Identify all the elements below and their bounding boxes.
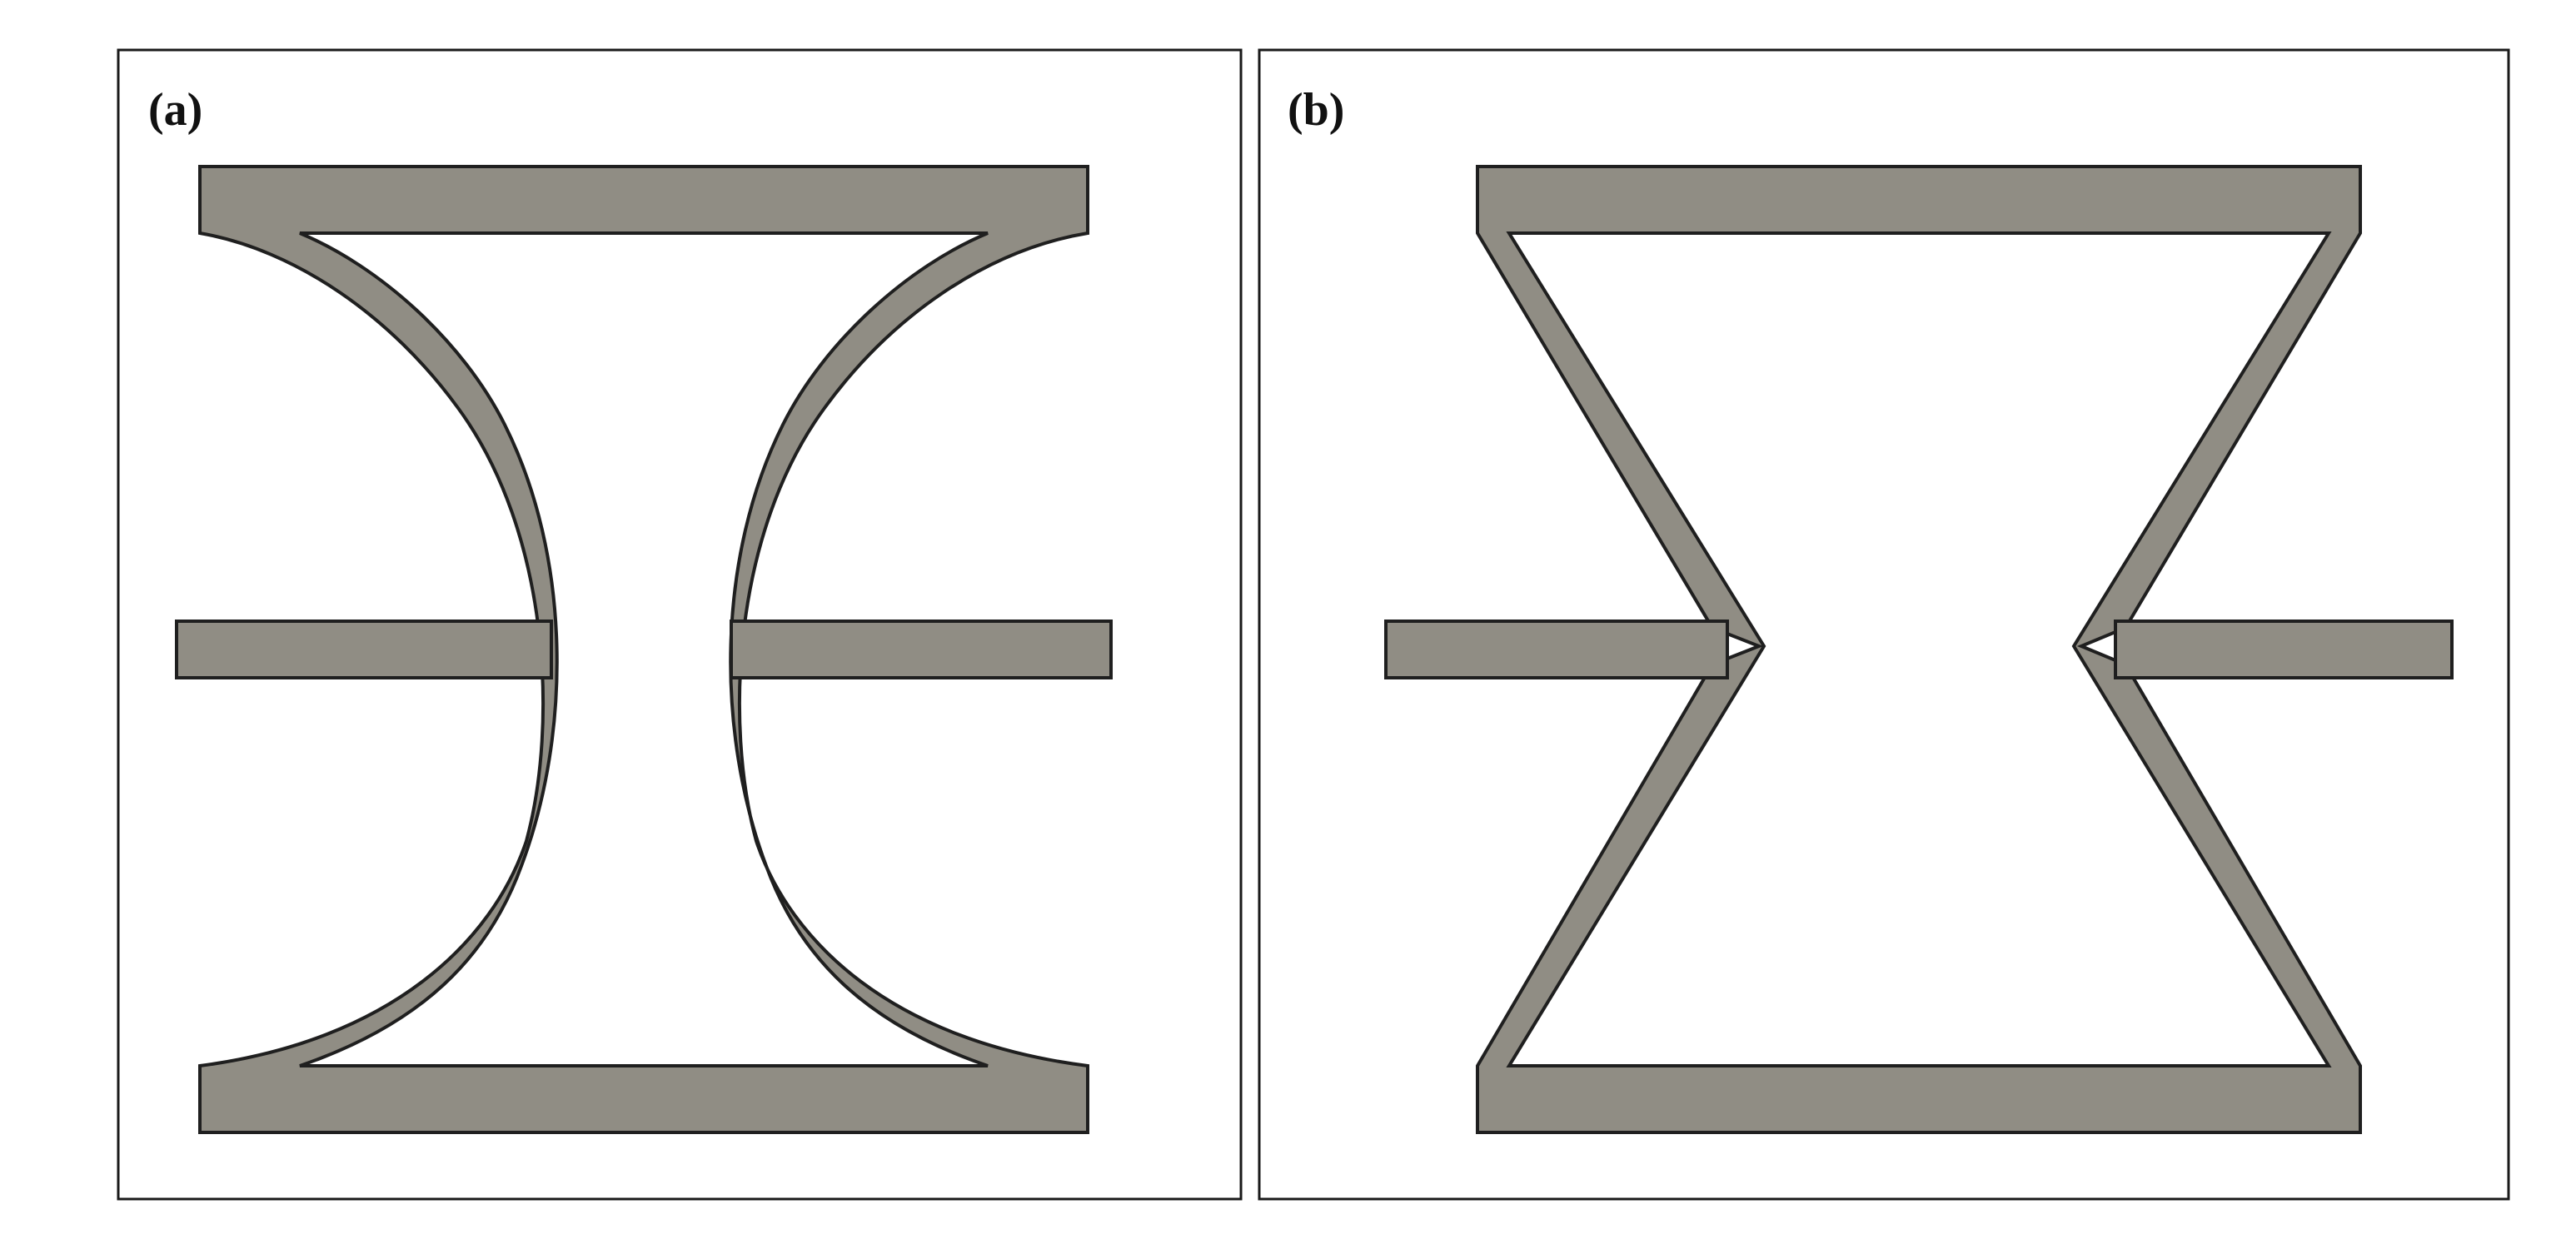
right-horizontal-strut xyxy=(730,620,1113,679)
curved-wall-reentrant-cell xyxy=(198,165,1089,1134)
right-horizontal-strut xyxy=(2114,620,2454,679)
panel-a: (a) xyxy=(117,48,1243,1201)
panel-a-label: (a) xyxy=(148,84,202,136)
panel-b: (b) xyxy=(1258,48,2510,1201)
left-horizontal-strut xyxy=(1384,620,1729,679)
left-horizontal-strut xyxy=(175,620,553,679)
panel-b-label: (b) xyxy=(1288,84,1344,136)
